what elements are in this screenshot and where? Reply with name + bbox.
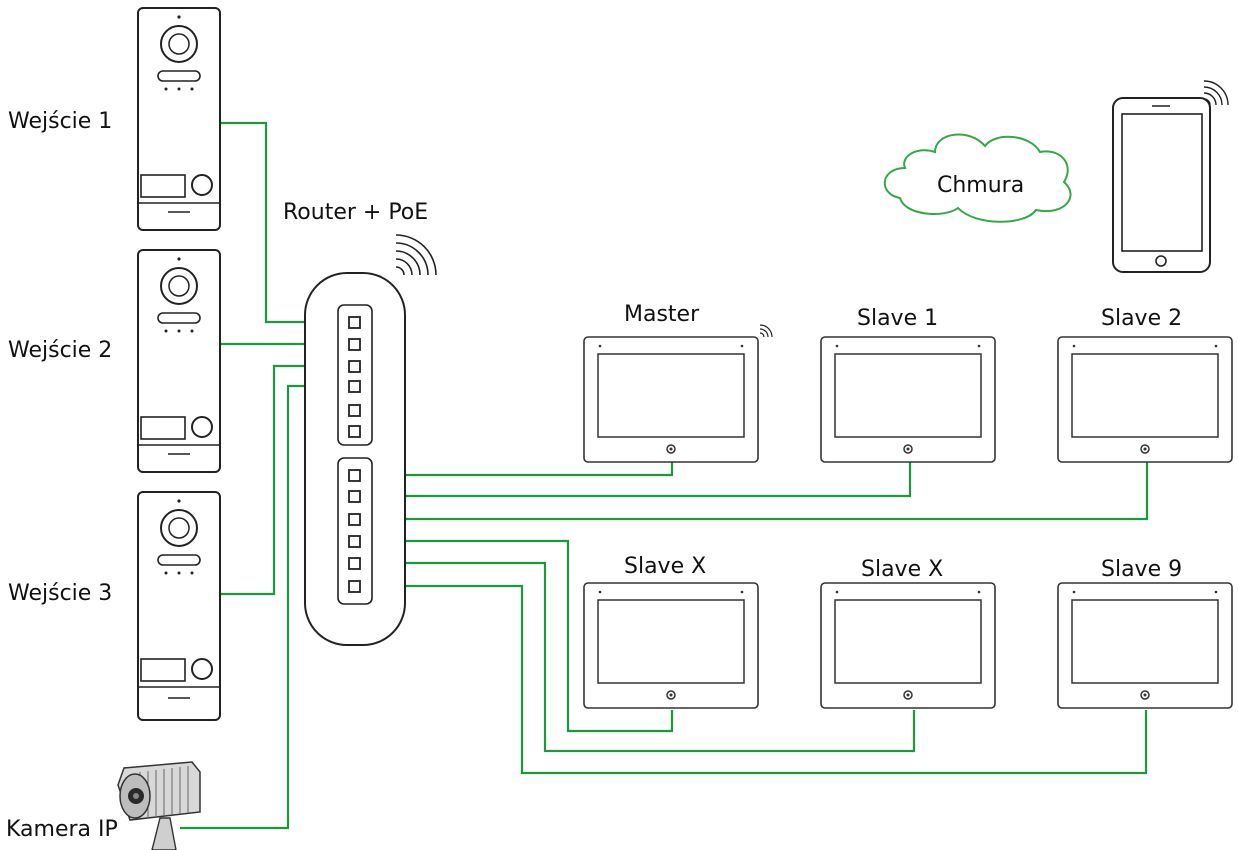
wifi-icon bbox=[395, 234, 437, 276]
wires bbox=[180, 121, 1149, 830]
monitor-icon bbox=[583, 582, 759, 709]
monitor-label-slave-x-1: Slave X bbox=[624, 554, 706, 579]
monitor-icon bbox=[820, 336, 996, 463]
door-station-icon bbox=[137, 7, 221, 231]
cloud-icon bbox=[883, 133, 1072, 223]
router-icon bbox=[304, 272, 406, 646]
wire-slave-x-1 bbox=[360, 539, 674, 733]
monitor-label-slave-2: Slave 2 bbox=[1101, 306, 1182, 331]
wifi-icon bbox=[759, 324, 773, 338]
entrance-1-label: Wejście 1 bbox=[8, 109, 112, 134]
smartphone-icon bbox=[1112, 97, 1211, 273]
wifi-icon bbox=[1203, 80, 1229, 106]
monitor-icon bbox=[583, 336, 759, 463]
wire-slave-9 bbox=[360, 584, 1148, 775]
entrance-3-label: Wejście 3 bbox=[8, 581, 112, 606]
monitor-icon bbox=[820, 582, 996, 709]
monitor-icon bbox=[1057, 336, 1233, 463]
door-station-icon bbox=[137, 249, 221, 473]
monitors bbox=[583, 336, 1233, 709]
router-label: Router + PoE bbox=[283, 200, 428, 225]
wire-slave-x-2 bbox=[360, 561, 916, 753]
monitor-label-slave-1: Slave 1 bbox=[857, 306, 938, 331]
wire-slave-2 bbox=[360, 459, 1149, 521]
monitor-label-slave-x-2: Slave X bbox=[861, 557, 943, 582]
monitor-label-slave-9: Slave 9 bbox=[1101, 557, 1182, 582]
cloud-label: Chmura bbox=[937, 173, 1024, 198]
ip-camera-icon bbox=[117, 761, 201, 850]
monitor-icon bbox=[1057, 582, 1233, 709]
door-station-icon bbox=[137, 491, 221, 721]
monitor-label-master: Master bbox=[624, 302, 700, 327]
entrance-2-label: Wejście 2 bbox=[8, 338, 112, 363]
wire-master bbox=[360, 459, 674, 477]
camera-label: Kamera IP bbox=[6, 817, 118, 842]
wire-slave-1 bbox=[360, 459, 912, 498]
